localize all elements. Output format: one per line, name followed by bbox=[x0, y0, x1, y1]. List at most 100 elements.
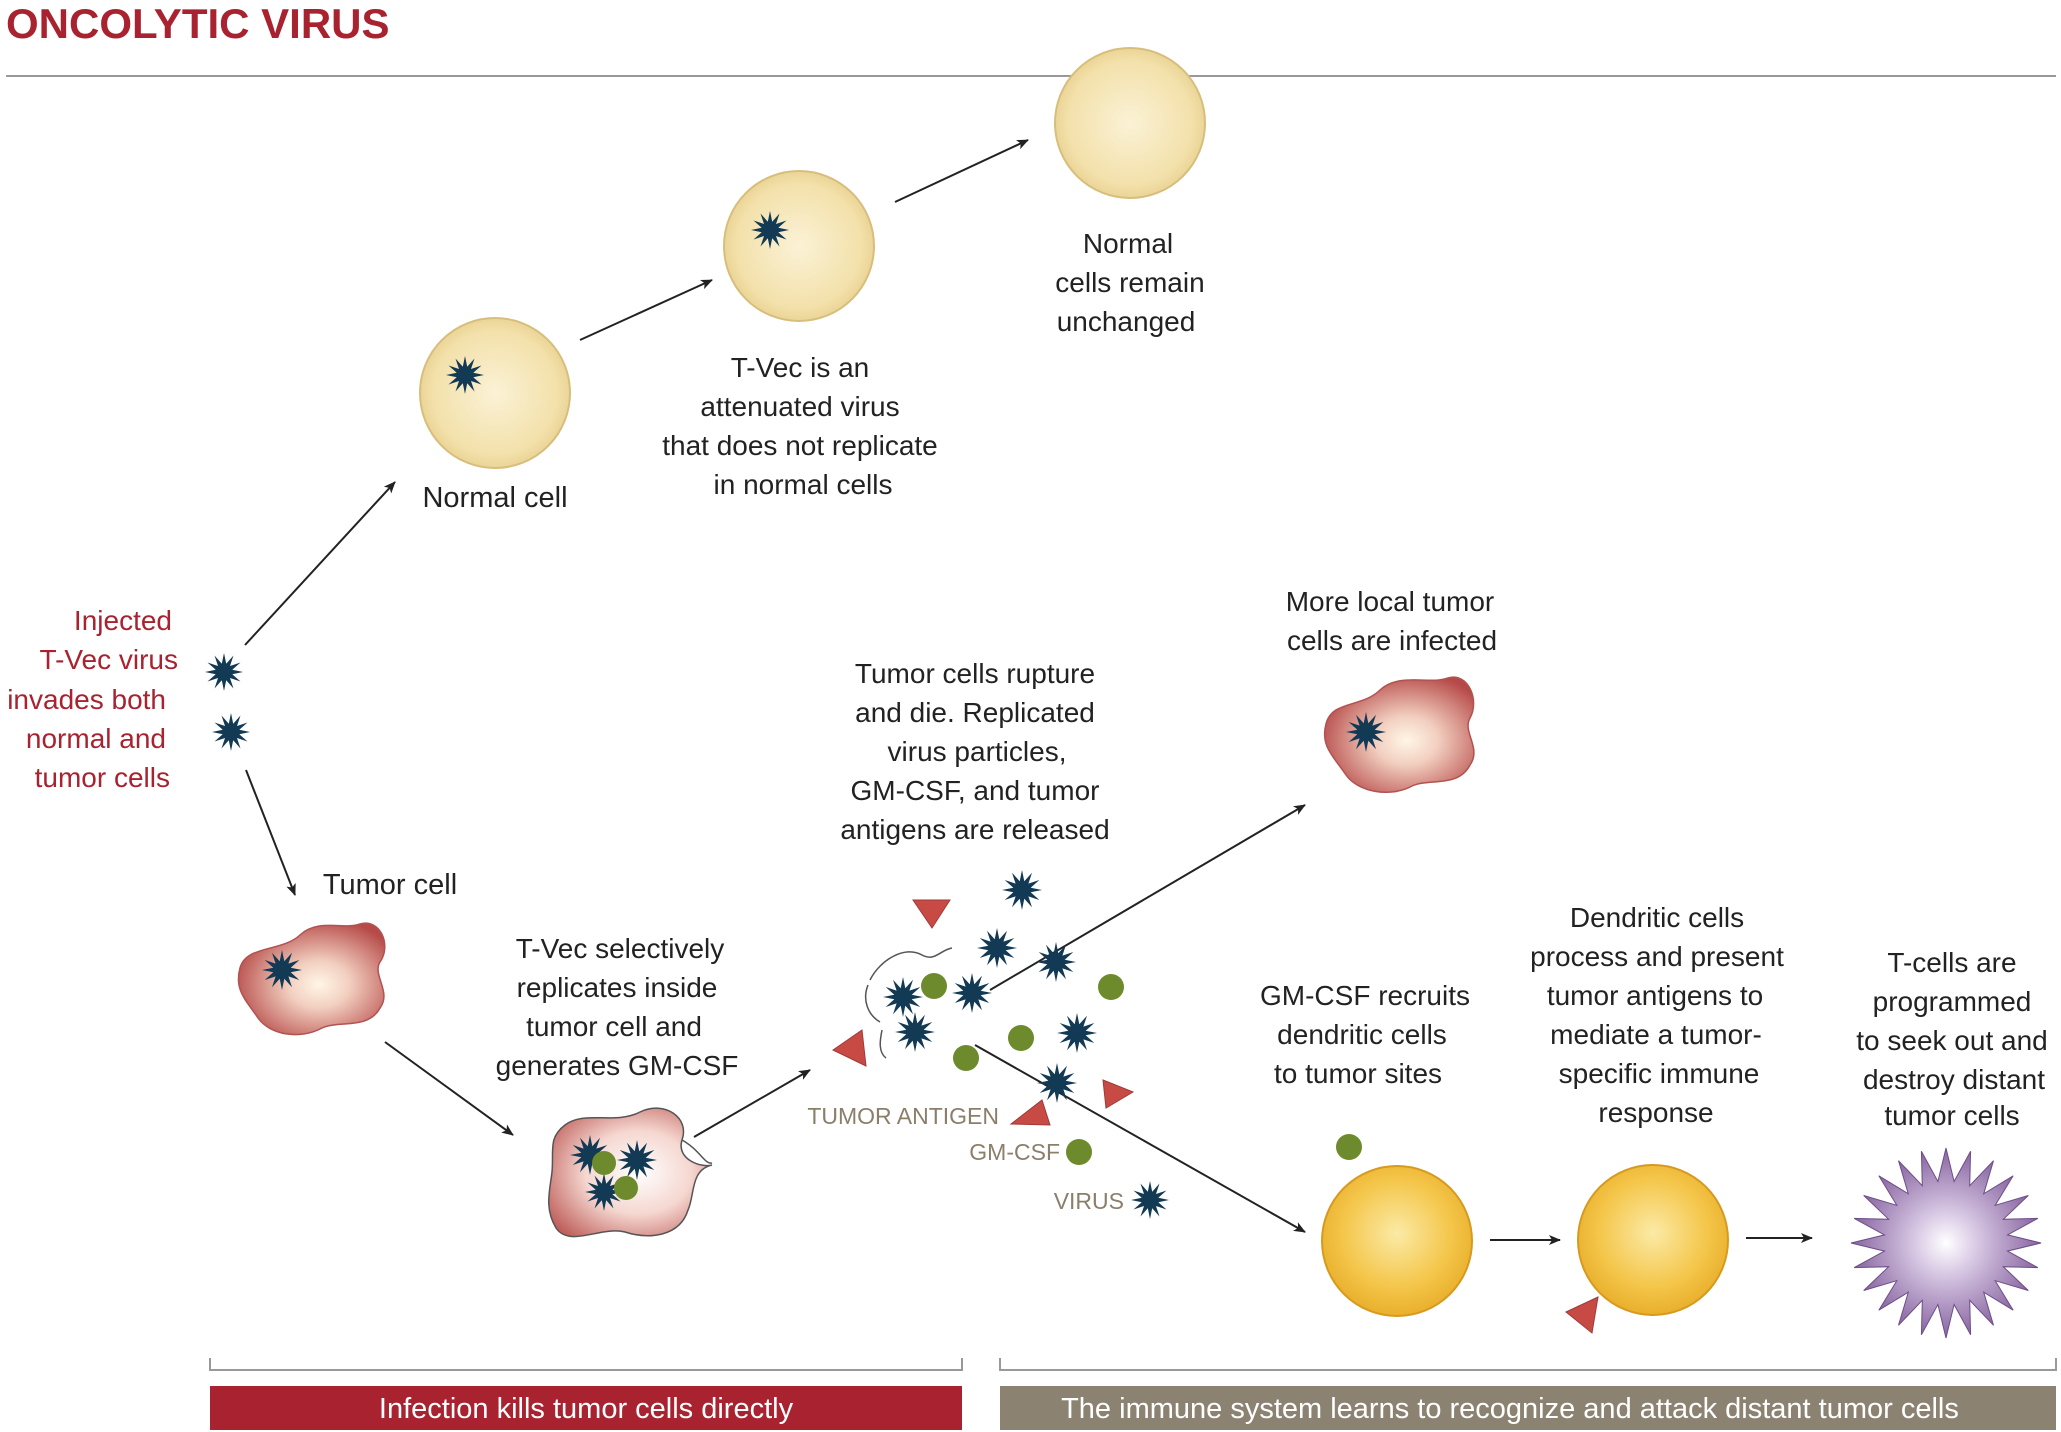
tumor-antigen-triangle bbox=[1565, 1296, 1599, 1334]
virus-icon bbox=[1002, 870, 1042, 910]
svg-text:normal and: normal and bbox=[26, 723, 166, 754]
injected-virus-icon bbox=[212, 713, 250, 751]
tumor-antigen-triangle bbox=[912, 899, 951, 929]
svg-text:attenuated virus: attenuated virus bbox=[700, 391, 899, 422]
more-tumor-cell bbox=[1323, 676, 1475, 794]
legend-virus-icon bbox=[1131, 1181, 1169, 1219]
svg-text:tumor antigens to: tumor antigens to bbox=[1547, 980, 1763, 1011]
more-infected-label: More local tumor cells are infected bbox=[1286, 586, 1497, 656]
infected-normal-cell bbox=[723, 170, 875, 322]
direct-kill-bar-label: Infection kills tumor cells directly bbox=[379, 1393, 794, 1425]
arrow-to-rupture bbox=[693, 1069, 811, 1138]
svg-text:Injected: Injected bbox=[74, 605, 172, 636]
injected-label: Injected T-Vec virus invades both normal… bbox=[7, 605, 178, 793]
svg-text:mediate a tumor-: mediate a tumor- bbox=[1550, 1019, 1762, 1050]
tumor-cell bbox=[237, 922, 386, 1036]
virus-star-shape bbox=[212, 713, 250, 751]
tvec-attenuated-label: T-Vec is an attenuated virus that does n… bbox=[662, 352, 938, 500]
svg-text:tumor cell and: tumor cell and bbox=[526, 1011, 702, 1042]
virus-star-shape bbox=[446, 356, 484, 394]
virus-star-shape bbox=[751, 211, 789, 249]
virus-icon bbox=[1346, 712, 1386, 752]
virus-icon bbox=[883, 977, 923, 1017]
direct-kill-bar bbox=[210, 1386, 962, 1430]
virus-star-shape bbox=[1346, 712, 1386, 752]
arrow-to-unchanged bbox=[894, 139, 1029, 203]
svg-text:cells remain: cells remain bbox=[1055, 267, 1204, 298]
svg-text:that does not replicate: that does not replicate bbox=[662, 430, 938, 461]
svg-text:to seek out and: to seek out and bbox=[1856, 1025, 2047, 1056]
tumor-antigen-triangle bbox=[832, 1029, 867, 1067]
virus-star-shape bbox=[1131, 1181, 1169, 1219]
svg-text:GM-CSF, and tumor: GM-CSF, and tumor bbox=[851, 775, 1100, 806]
gmcsf-dot bbox=[1008, 1025, 1034, 1051]
svg-text:tumor cells: tumor cells bbox=[35, 762, 170, 793]
cell-membrane bbox=[681, 1139, 713, 1164]
unchanged-normal-cell bbox=[1054, 47, 1206, 199]
virus-icon bbox=[895, 1012, 935, 1052]
svg-text:unchanged: unchanged bbox=[1057, 306, 1196, 337]
normal-cell-label: Normal cell bbox=[422, 482, 567, 514]
virus-star-shape bbox=[895, 1012, 935, 1052]
virus-icon bbox=[751, 211, 789, 249]
legend-tumor-antigen-label: TUMOR ANTIGEN bbox=[807, 1103, 999, 1129]
legend-gmcsf-icon bbox=[1066, 1139, 1092, 1165]
svg-text:T-Vec virus: T-Vec virus bbox=[40, 644, 178, 675]
legend-tumor-antigen-icon bbox=[1009, 1099, 1051, 1126]
gmcsf-dot bbox=[953, 1045, 979, 1071]
released-particles bbox=[832, 870, 1135, 1109]
arrow-to-infected-normal bbox=[579, 279, 713, 341]
virus-icon bbox=[617, 1140, 657, 1180]
svg-text:to tumor sites: to tumor sites bbox=[1274, 1058, 1442, 1089]
arrow-to-dendritic bbox=[974, 1044, 1306, 1233]
gmcsf-dot bbox=[921, 973, 947, 999]
svg-text:generates GM-CSF: generates GM-CSF bbox=[496, 1050, 739, 1081]
dendritic-cell bbox=[1321, 1165, 1473, 1317]
presenting-dendritic-cell bbox=[1577, 1164, 1729, 1316]
gmcsf-dot bbox=[614, 1176, 638, 1200]
virus-icon bbox=[1037, 1063, 1077, 1103]
virus-icon bbox=[585, 1173, 623, 1211]
virus-star-shape bbox=[617, 1140, 657, 1180]
svg-text:virus particles,: virus particles, bbox=[888, 736, 1067, 767]
svg-text:Tumor cells rupture: Tumor cells rupture bbox=[855, 658, 1095, 689]
tumor-antigen-triangle bbox=[1102, 1079, 1135, 1109]
normal-cell bbox=[419, 317, 571, 469]
virus-icon bbox=[1057, 1013, 1097, 1053]
svg-text:destroy distant: destroy distant bbox=[1863, 1064, 2045, 1095]
arrow-to-normal-cell bbox=[244, 481, 396, 646]
virus-icon bbox=[977, 928, 1017, 968]
gmcsf-dot bbox=[1098, 974, 1124, 1000]
arrow-to-tumor-cell bbox=[245, 769, 296, 896]
tumor-cell-label: Tumor cell bbox=[323, 869, 457, 901]
injected-virus-icon bbox=[205, 653, 243, 691]
immune-response-bar-label: The immune system learns to recognize an… bbox=[1061, 1393, 1959, 1425]
legend-virus-label: VIRUS bbox=[1054, 1188, 1124, 1214]
svg-text:process and present: process and present bbox=[1530, 941, 1784, 972]
arrow-to-more-infected bbox=[989, 804, 1306, 991]
svg-text:T-cells are: T-cells are bbox=[1887, 947, 2016, 978]
gmcsf-recruits-label: GM-CSF recruits dendritic cells to tumor… bbox=[1260, 980, 1470, 1089]
svg-text:invades both: invades both bbox=[7, 684, 166, 715]
bracket-left bbox=[209, 1358, 963, 1371]
svg-text:specific immune: specific immune bbox=[1559, 1058, 1760, 1089]
svg-text:replicates inside: replicates inside bbox=[517, 972, 718, 1003]
svg-text:in normal cells: in normal cells bbox=[714, 469, 893, 500]
virus-star-shape bbox=[1036, 942, 1076, 982]
flow-arrows bbox=[244, 139, 1813, 1245]
virus-star-shape bbox=[585, 1173, 623, 1211]
arrow-to-replicating bbox=[384, 1041, 514, 1136]
dendritic-label: Dendritic cells process and present tumo… bbox=[1530, 902, 1784, 1128]
legend: TUMOR ANTIGEN GM-CSF VIRUS bbox=[807, 1099, 1169, 1219]
svg-text:T-Vec selectively: T-Vec selectively bbox=[516, 933, 725, 964]
t-cell bbox=[1850, 1147, 2042, 1339]
normal-unchanged-label: Normal cells remain unchanged bbox=[1055, 228, 1204, 337]
svg-text:programmed: programmed bbox=[1873, 986, 2032, 1017]
virus-star-shape bbox=[262, 950, 302, 990]
virus-star-shape bbox=[1057, 1013, 1097, 1053]
svg-text:Normal: Normal bbox=[1083, 228, 1173, 259]
tcells-label: T-cells are programmed to seek out and d… bbox=[1856, 947, 2047, 1131]
rupture-label: Tumor cells rupture and die. Replicated … bbox=[840, 658, 1109, 845]
legend-gmcsf-label: GM-CSF bbox=[969, 1139, 1060, 1165]
